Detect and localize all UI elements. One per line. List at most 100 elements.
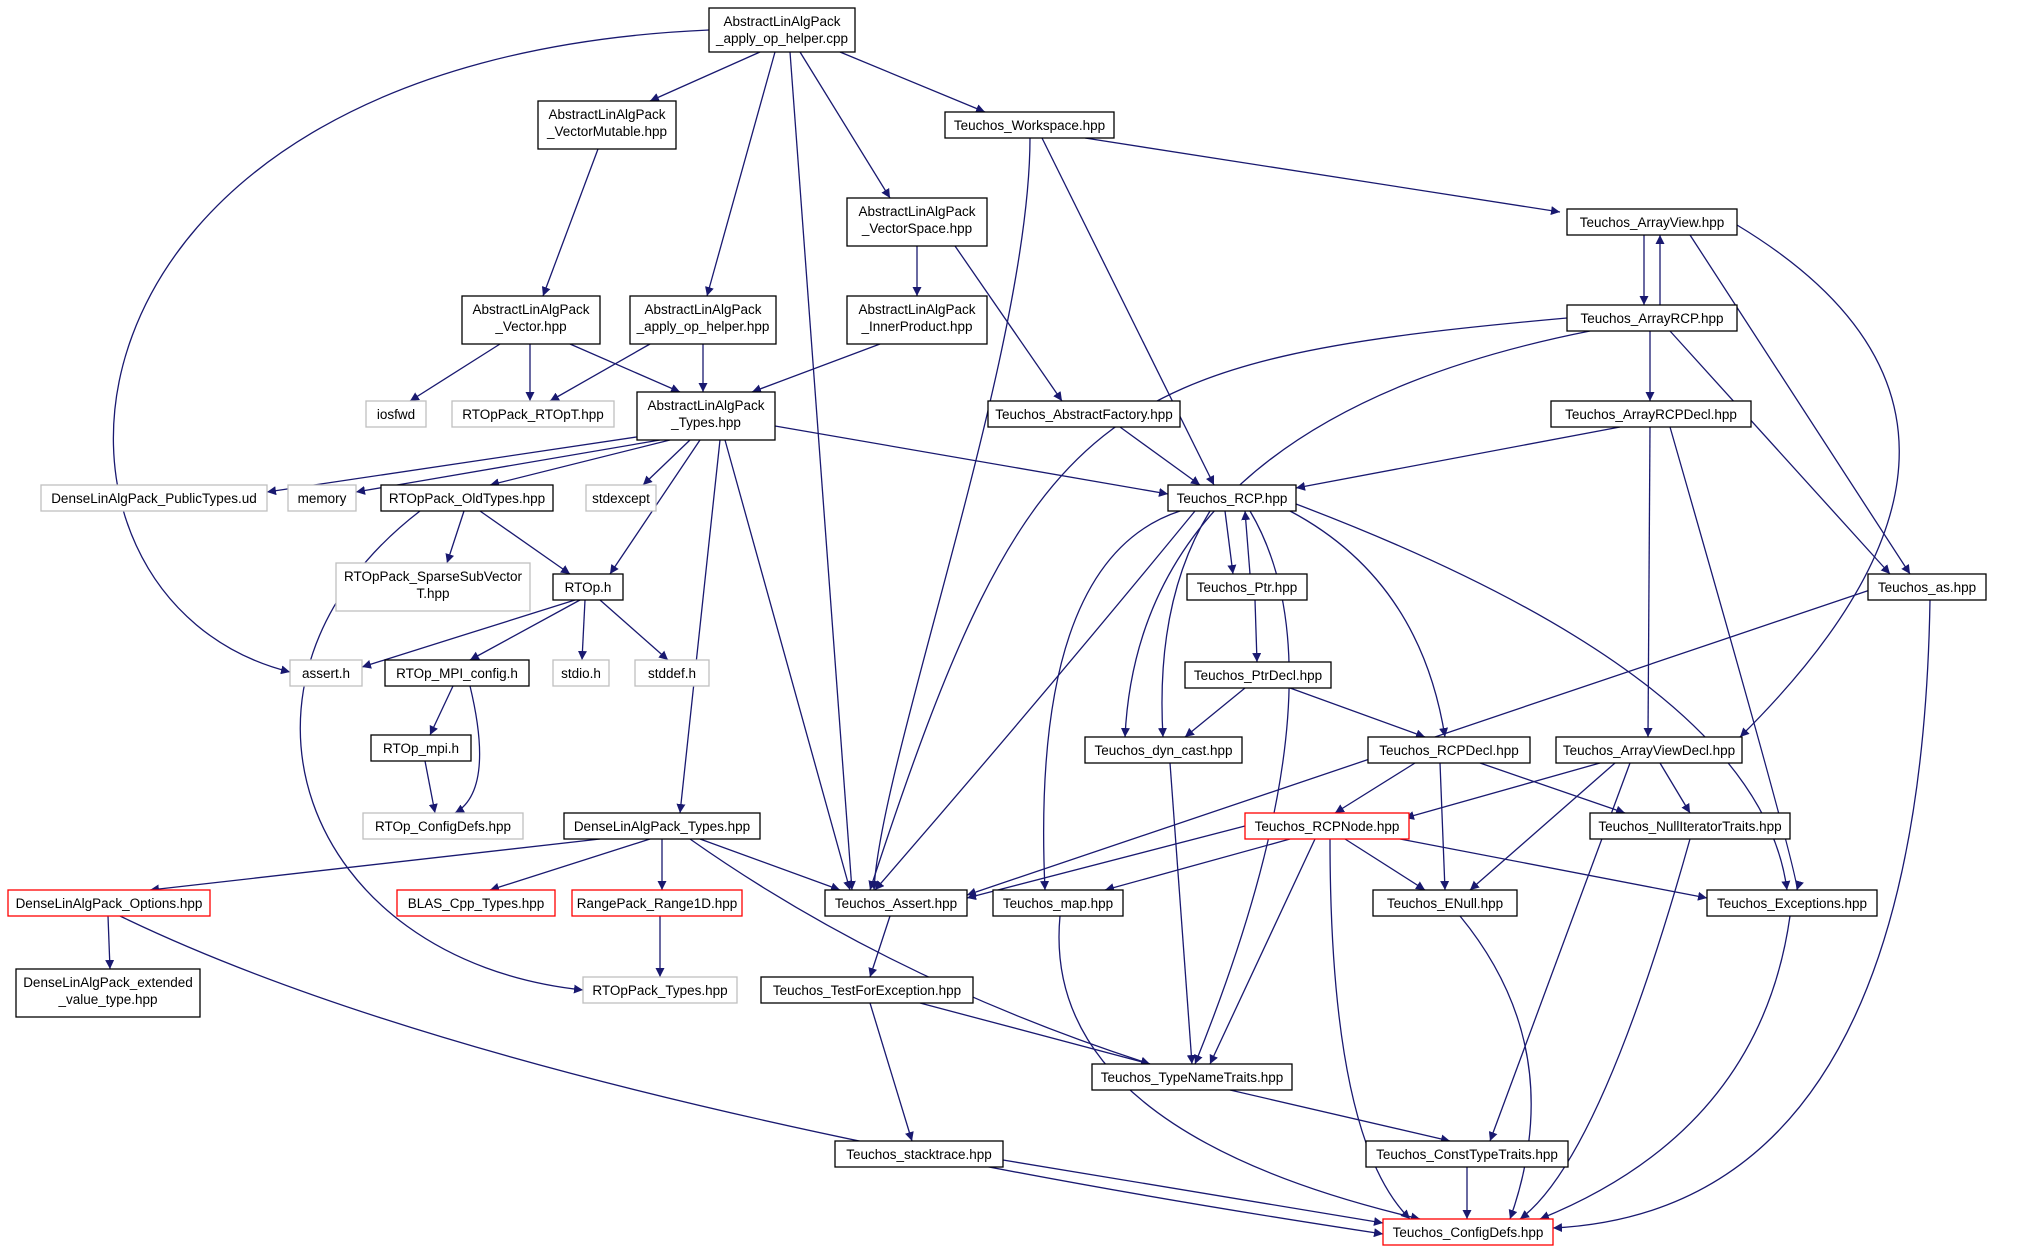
edge-types-to-publictypes [266,434,651,496]
node-label: Teuchos_ConstTypeTraits.hpp [1376,1147,1558,1162]
node-absfactory[interactable]: Teuchos_AbstractFactory.hpp [987,400,1181,428]
node-configdefs[interactable]: Teuchos_ConfigDefs.hpp [1382,1218,1554,1246]
node-ptr[interactable]: Teuchos_Ptr.hpp [1186,573,1308,601]
node-root[interactable]: AbstractLinAlgPack_apply_op_helper.cpp [708,7,856,53]
edge-rtoph-to-asserth [361,599,576,669]
node-label: Teuchos_ArrayViewDecl.hpp [1563,743,1735,758]
node-box [1566,304,1738,332]
node-oldtypes[interactable]: RTOpPack_OldTypes.hpp [380,484,554,512]
node-range1d[interactable]: RangePack_Range1D.hpp [571,889,743,917]
node-label: AbstractLinAlgPack [472,302,589,317]
node-mpiconfig[interactable]: RTOp_MPI_config.h [384,659,530,687]
node-label: Teuchos_TestForException.hpp [773,983,961,998]
node-label: T.hpp [416,586,449,601]
node-mpih[interactable]: RTOp_mpi.h [370,734,472,762]
node-rcpnode[interactable]: Teuchos_RCPNode.hpp [1244,812,1410,840]
node-stacktrace[interactable]: Teuchos_stacktrace.hpp [834,1140,1004,1168]
node-memory[interactable]: memory [287,484,357,512]
edge-arrayrcp-to-as [1669,330,1891,575]
node-exceptions[interactable]: Teuchos_Exceptions.hpp [1706,889,1878,917]
node-box [40,484,268,512]
node-publictypes[interactable]: DenseLinAlgPack_PublicTypes.ud [40,484,268,512]
node-map[interactable]: Teuchos_map.hpp [992,889,1124,917]
node-testforexc[interactable]: Teuchos_TestForException.hpp [760,976,974,1004]
node-types[interactable]: AbstractLinAlgPack_Types.hpp [636,391,776,441]
node-box [582,976,738,1004]
node-arrayrcpdecl[interactable]: Teuchos_ArrayRCPDecl.hpp [1550,400,1752,428]
node-label: Teuchos_stacktrace.hpp [846,1147,992,1162]
node-consttype[interactable]: Teuchos_ConstTypeTraits.hpp [1365,1140,1569,1168]
node-rtoph[interactable]: RTOp.h [552,573,624,601]
node-label: Teuchos_Assert.hpp [835,896,957,911]
node-box [537,100,677,150]
edge-types-to-densetypes [676,439,721,814]
node-label: assert.h [302,666,350,681]
node-stdexcept[interactable]: stdexcept [585,484,657,512]
edge-vector-to-iosfwd [409,343,501,402]
node-arrayview[interactable]: Teuchos_ArrayView.hpp [1566,208,1738,236]
node-options[interactable]: DenseLinAlgPack_Options.hpp [7,889,211,917]
node-rtopconfig[interactable]: RTOp_ConfigDefs.hpp [362,812,524,840]
node-ptrdecl[interactable]: Teuchos_PtrDecl.hpp [1184,661,1332,689]
edge-oldtypes-to-sparsesub [445,510,465,564]
edge-ptr-to-ptrdecl [1252,599,1262,663]
node-box [365,400,427,428]
edge-root-to-vecspace [799,51,891,199]
edge-workspace-to-rcp [1041,137,1215,486]
node-stddefh[interactable]: stddef.h [634,659,710,687]
node-densetypes[interactable]: DenseLinAlgPack_Types.hpp [563,812,761,840]
node-vecspace[interactable]: AbstractLinAlgPack_VectorSpace.hpp [846,197,988,247]
edge-arrayview-to-as [1689,234,1911,575]
node-label: RTOp_ConfigDefs.hpp [375,819,511,834]
edge-mpiconfig-to-rtopconfig [454,685,481,814]
edge-exceptions-to-configdefs [1539,915,1791,1220]
node-rtopt[interactable]: RTOpPack_RTOpT.hpp [451,400,615,428]
node-box [629,295,777,345]
edge-ptrdecl-to-dyncast [1184,687,1246,738]
node-dyncast[interactable]: Teuchos_dyn_cast.hpp [1084,736,1243,764]
edge-densetypes-to-blas [489,838,651,892]
node-box [461,295,601,345]
node-vector[interactable]: AbstractLinAlgPack_Vector.hpp [461,295,601,345]
edge-stacktrace-to-configdefs [1002,1159,1384,1226]
node-nulliter[interactable]: Teuchos_NullIteratorTraits.hpp [1589,812,1791,840]
node-box [1184,661,1332,689]
node-rcpdecl[interactable]: Teuchos_RCPDecl.hpp [1367,736,1531,764]
node-aophpp[interactable]: AbstractLinAlgPack_apply_op_helper.hpp [629,295,777,345]
node-box [289,659,363,687]
node-box [396,889,556,917]
node-enull[interactable]: Teuchos_ENull.hpp [1372,889,1518,917]
node-blas[interactable]: BLAS_Cpp_Types.hpp [396,889,556,917]
node-rcp[interactable]: Teuchos_RCP.hpp [1167,484,1297,512]
edge-rcpnode-to-exceptions [1399,838,1708,901]
node-label: DenseLinAlgPack_Options.hpp [16,896,203,911]
node-label: RTOpPack_OldTypes.hpp [389,491,545,506]
edge-vecmut-to-vector [541,148,599,297]
node-assert[interactable]: Teuchos_Assert.hpp [824,889,968,917]
node-label: DenseLinAlgPack_PublicTypes.ud [51,491,257,506]
node-workspace[interactable]: Teuchos_Workspace.hpp [944,111,1115,139]
node-stdioh[interactable]: stdio.h [552,659,610,687]
node-extended[interactable]: DenseLinAlgPack_extended_value_type.hpp [15,968,201,1018]
node-rtoptypes[interactable]: RTOpPack_Types.hpp [582,976,738,1004]
node-label: Teuchos_NullIteratorTraits.hpp [1598,819,1781,834]
node-box [1367,736,1531,764]
node-asserth[interactable]: assert.h [289,659,363,687]
node-innerprod[interactable]: AbstractLinAlgPack_InnerProduct.hpp [846,295,988,345]
edge-map-to-configdefs [1058,915,1421,1222]
edge-arrayviewdecl-to-enull [1469,762,1616,891]
node-label: AbstractLinAlgPack [647,398,764,413]
node-label: RTOpPack_SparseSubVector [344,569,523,584]
node-typename[interactable]: Teuchos_TypeNameTraits.hpp [1091,1063,1293,1091]
edge-vector-to-types [569,343,681,393]
node-arrayviewdecl[interactable]: Teuchos_ArrayViewDecl.hpp [1555,736,1743,764]
edge-densetypes-to-typename [689,838,1151,1066]
node-as[interactable]: Teuchos_as.hpp [1867,573,1987,601]
node-box [824,889,968,917]
node-arrayrcp[interactable]: Teuchos_ArrayRCP.hpp [1566,304,1738,332]
node-iosfwd[interactable]: iosfwd [365,400,427,428]
node-box [15,968,201,1018]
node-vecmut[interactable]: AbstractLinAlgPack_VectorMutable.hpp [537,100,677,150]
